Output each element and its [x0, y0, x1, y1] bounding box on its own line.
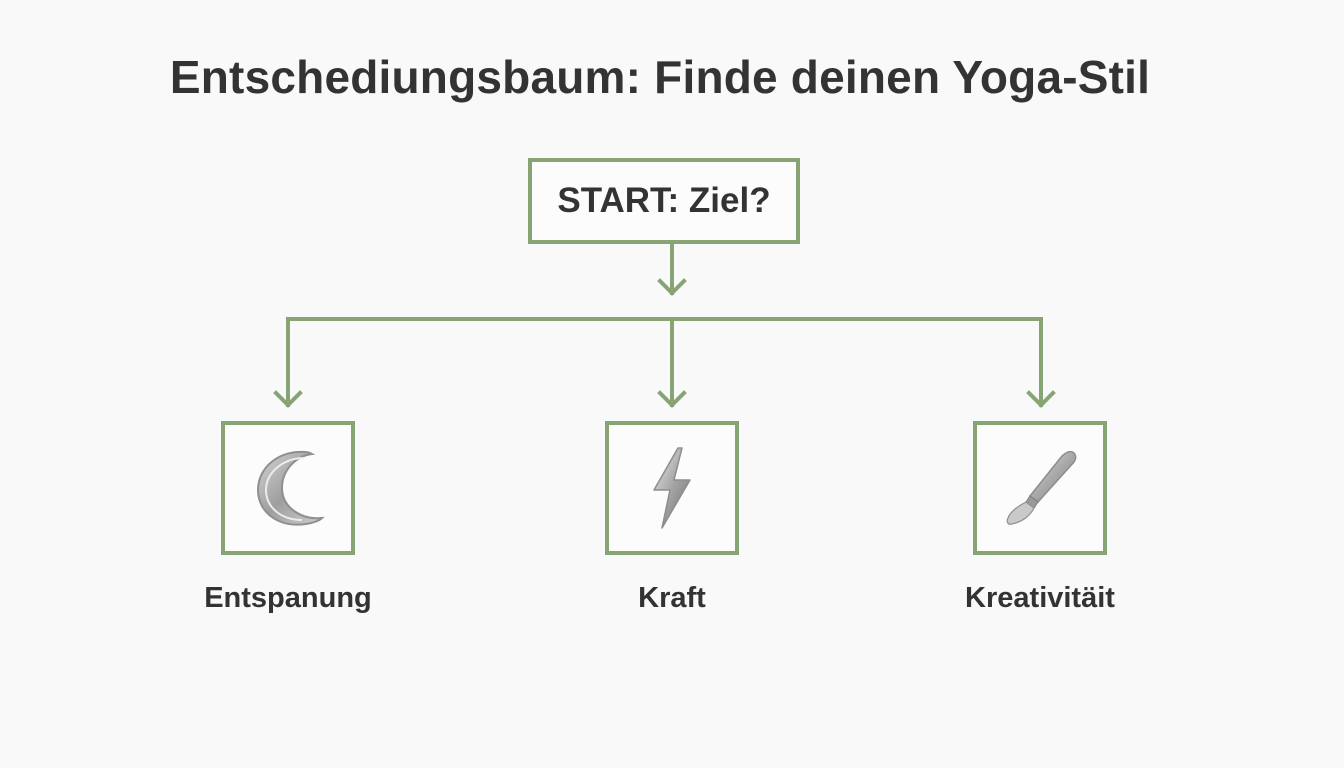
option-label-strength: Kraft	[638, 582, 706, 614]
arrowhead-start	[657, 278, 687, 296]
connector-branch	[286, 317, 1043, 407]
option-node-creativity	[973, 421, 1107, 555]
paintbrush-icon	[998, 446, 1082, 530]
crescent-moon-icon	[250, 446, 326, 530]
option-node-strength	[605, 421, 739, 555]
option-label-relaxation: Entspanung	[204, 582, 372, 614]
lightning-bolt-icon	[648, 446, 696, 530]
arrowhead-center	[657, 390, 687, 408]
diagram-title: Entschediungsbaum: Finde deinen Yoga-Sti…	[169, 51, 1151, 103]
option-node-relaxation	[221, 421, 355, 555]
start-node: START: Ziel?	[528, 158, 800, 244]
option-label-creativity: Kreativitäit	[965, 582, 1115, 614]
arrowhead-left	[273, 390, 303, 408]
start-node-label: START: Ziel?	[557, 181, 771, 220]
arrowhead-right	[1026, 390, 1056, 408]
